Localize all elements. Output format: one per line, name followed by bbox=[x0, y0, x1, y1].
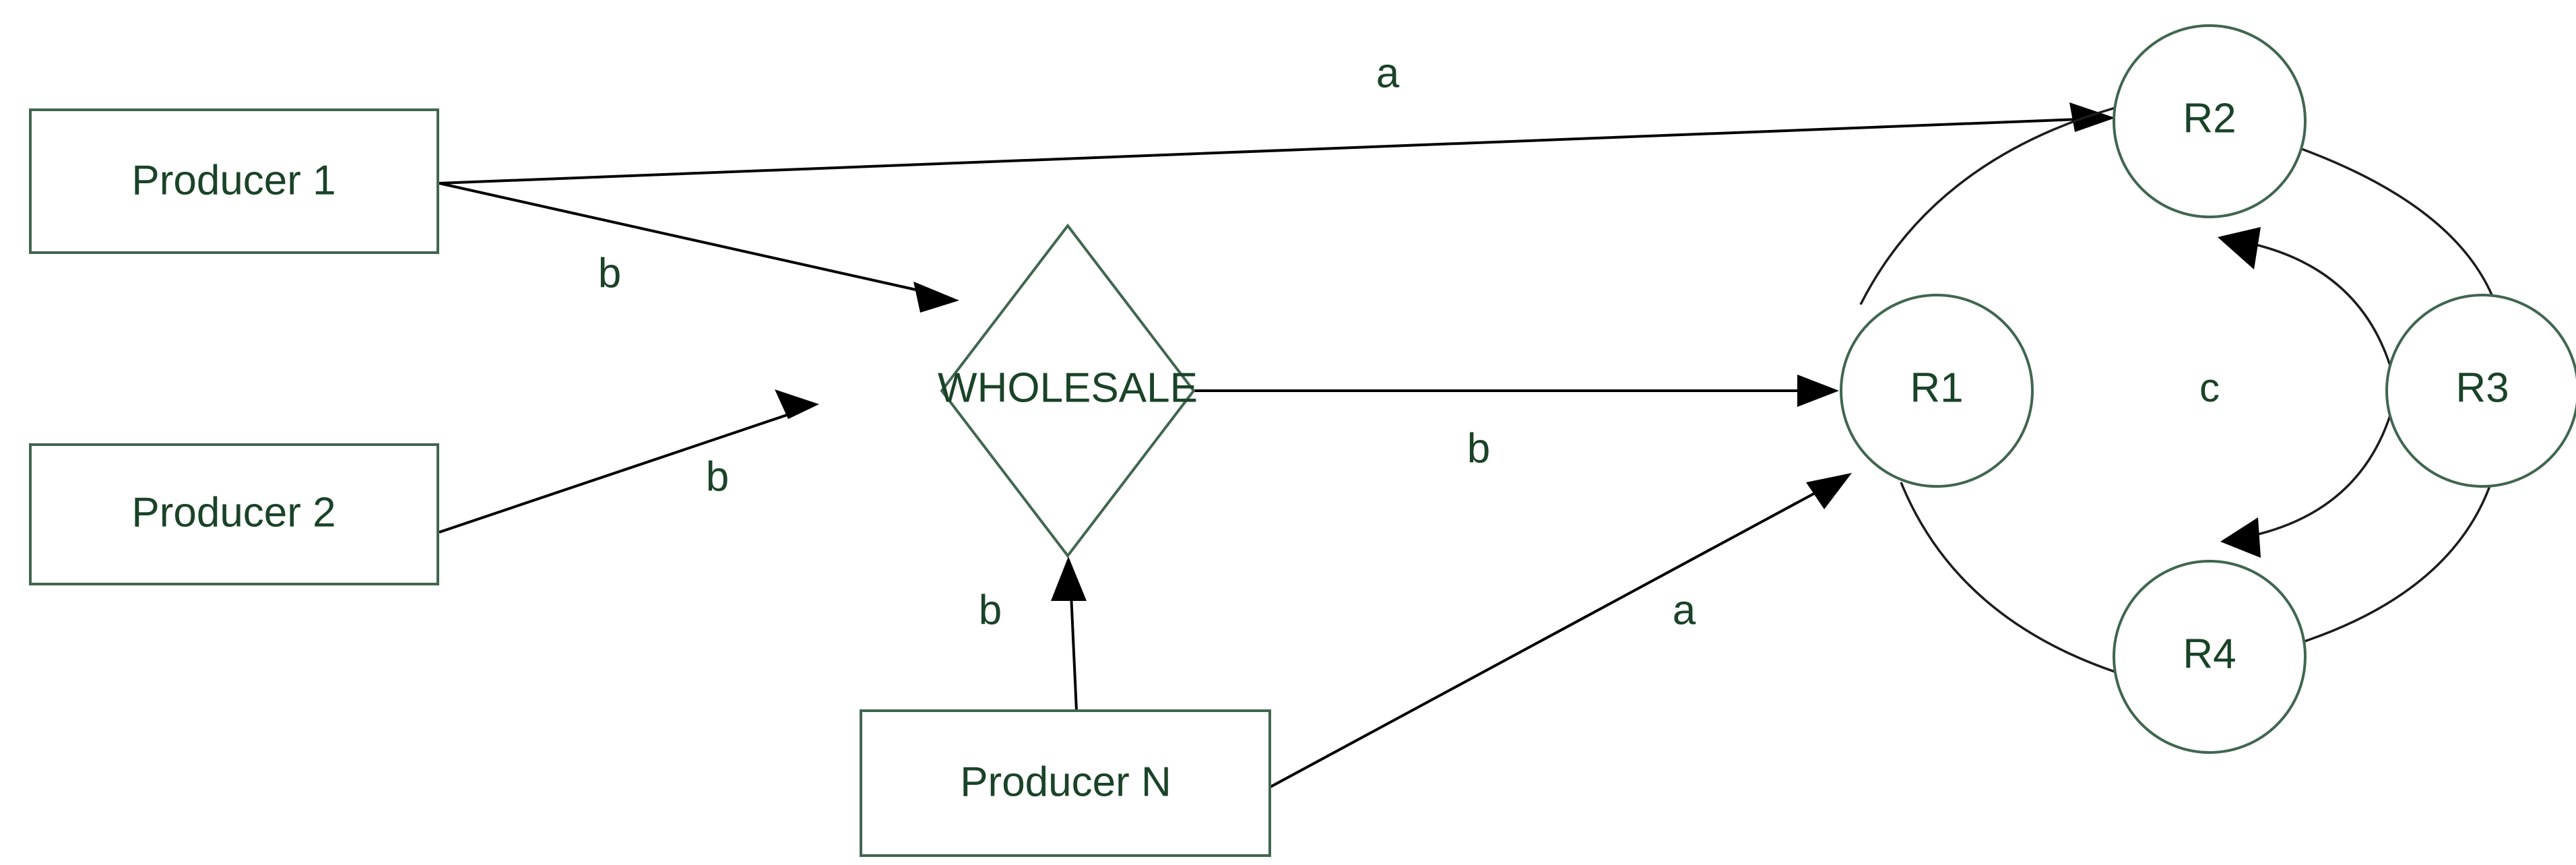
node-producer1[interactable]: Producer 1 bbox=[29, 108, 439, 254]
edge-r3-to-r4-ring[interactable] bbox=[2298, 482, 2492, 645]
edge-producer2-to-wholesale-line bbox=[439, 410, 800, 534]
edge-label-producer2-to-wholesale: b bbox=[706, 453, 729, 500]
node-producerN-label: Producer N bbox=[960, 759, 1171, 805]
edge-r2-to-r3-ring[interactable] bbox=[2290, 143, 2494, 297]
node-producer2-label: Producer 2 bbox=[131, 489, 335, 536]
edge-producer1-to-r2-line bbox=[439, 117, 2097, 185]
node-r4-label: R4 bbox=[2183, 631, 2236, 677]
arrowhead-producer1-to-r2 bbox=[2069, 102, 2115, 132]
node-wholesale[interactable]: WHOLESALE bbox=[938, 223, 1198, 558]
edge-r4-to-r1-ring[interactable] bbox=[1900, 482, 2121, 675]
arrowhead-inner-arc-to-r2 bbox=[2218, 227, 2261, 269]
edge-producerN-to-wholesale[interactable] bbox=[1051, 556, 1087, 711]
arrowhead-wholesale-to-r1 bbox=[1797, 375, 1839, 407]
node-producerN[interactable]: Producer N bbox=[860, 709, 1271, 857]
node-r3-label: R3 bbox=[2455, 364, 2509, 411]
edge-label-producer1-to-wholesale: b bbox=[598, 250, 621, 296]
node-producer2[interactable]: Producer 2 bbox=[29, 443, 439, 585]
node-producerN-shape bbox=[860, 709, 1271, 857]
arrowhead-producer1-to-wholesale bbox=[913, 282, 959, 313]
node-wholesale-shape bbox=[940, 223, 1196, 558]
arrowhead-producer2-to-wholesale bbox=[775, 389, 819, 419]
edge-inner-arc-to-r2[interactable] bbox=[2218, 227, 2398, 391]
edge-producerN-to-r1-line bbox=[1270, 482, 1833, 788]
node-r1[interactable]: R1 bbox=[1840, 294, 2034, 488]
arrowhead-inner-arc-to-r4 bbox=[2220, 517, 2261, 558]
node-producer1-shape bbox=[29, 108, 439, 254]
node-r3[interactable]: R3 bbox=[2385, 294, 2576, 488]
node-r2[interactable]: R2 bbox=[2113, 24, 2307, 218]
edge-producer1-to-wholesale[interactable] bbox=[439, 182, 959, 313]
node-r3-shape bbox=[2385, 294, 2576, 488]
edge-producerN-to-r1[interactable] bbox=[1270, 473, 1852, 788]
node-r1-label: R1 bbox=[1910, 364, 1963, 411]
edge-wholesale-to-r1[interactable] bbox=[1194, 375, 1839, 407]
node-r2-label: R2 bbox=[2183, 95, 2236, 141]
edge-label-producerN-to-wholesale: b bbox=[979, 587, 1002, 633]
arrowhead-producerN-to-r1 bbox=[1806, 473, 1852, 509]
node-r4[interactable]: R4 bbox=[2113, 560, 2307, 754]
edge-label-wholesale-to-r1: b bbox=[1467, 425, 1490, 472]
edge-producer2-to-wholesale[interactable] bbox=[439, 389, 819, 534]
node-wholesale-label: WHOLESALE bbox=[938, 364, 1198, 411]
arrowhead-producerN-to-wholesale bbox=[1051, 556, 1087, 601]
edge-producerN-to-wholesale-line bbox=[1069, 579, 1078, 711]
edge-inner-arc-to-r4[interactable] bbox=[2220, 390, 2398, 558]
node-r4-shape bbox=[2113, 560, 2307, 754]
node-producer2-shape bbox=[29, 443, 439, 585]
node-r1-shape bbox=[1840, 294, 2034, 488]
edge-r1-to-r2-ring[interactable] bbox=[1859, 106, 2116, 305]
edge-inner-arc-to-r2-path bbox=[2246, 241, 2398, 391]
edge-producer1-to-wholesale-line bbox=[439, 182, 940, 296]
node-producer1-label: Producer 1 bbox=[131, 157, 335, 203]
ring-center-label: c bbox=[2199, 365, 2220, 410]
edge-inner-arc-to-r4-path bbox=[2249, 390, 2398, 538]
edge-label-producer1-to-r2: a bbox=[1376, 50, 1400, 96]
edge-label-producerN-to-r1: a bbox=[1673, 587, 1696, 633]
edge-producer1-to-r2[interactable] bbox=[439, 102, 2115, 185]
node-r2-shape bbox=[2113, 24, 2307, 218]
